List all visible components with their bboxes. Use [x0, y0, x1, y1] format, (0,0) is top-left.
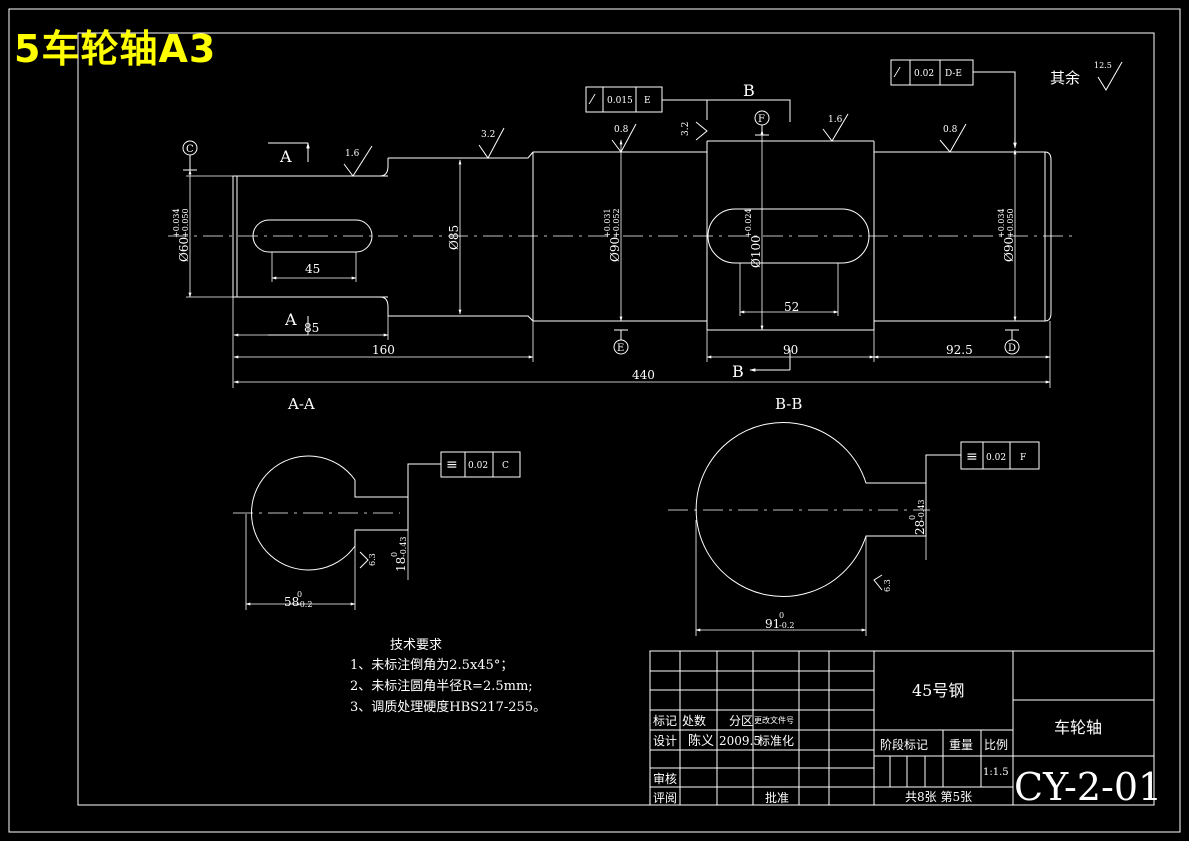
datum-c: C: [186, 144, 194, 155]
note-2: 2、未标注圆角半径R=2.5mm;: [350, 679, 533, 694]
dim-l440: 440: [632, 368, 655, 382]
tb-weight-label: 重量: [949, 738, 973, 752]
datum-d: D: [1008, 343, 1016, 354]
rough-rest-label: 其余: [1050, 69, 1080, 87]
aa-width-tol: -0.2: [297, 600, 312, 609]
sym1-value: 0.02: [468, 461, 488, 471]
dim-l85: 85: [304, 321, 319, 335]
tb-part-name: 车轮轴: [1054, 718, 1102, 737]
dim-key1: 45: [305, 262, 320, 276]
dim-d90b-tol-lo: +0.050: [1006, 208, 1015, 238]
dim-d60: Ø60: [177, 237, 191, 262]
rough-7: 6.3: [368, 553, 377, 566]
drawing-text: A A B B C E F D 45 85 160 440 52 90 92.5…: [172, 61, 1162, 809]
section-aa-label: A-A: [287, 395, 315, 413]
rough-8: 6.3: [883, 579, 892, 592]
tol1-symbol: ⁄: [588, 93, 596, 108]
rough-5: 1.6: [828, 115, 843, 125]
keyway-b: [707, 208, 870, 264]
tb-designer-label: 设计: [653, 734, 677, 748]
tb-h-mark: 标记: [653, 714, 677, 728]
note-1: 1、未标注倒角为2.5x45°；: [350, 658, 513, 673]
tb-review-label: 审核: [653, 771, 677, 786]
dim-d90b-tol-up: +0.034: [997, 208, 1006, 238]
tb-h-count: 处数: [682, 713, 706, 728]
section-bb-label: B-B: [775, 395, 802, 413]
sym2-value: 0.02: [986, 453, 1006, 463]
dim-d100: Ø100: [749, 235, 763, 268]
section-b-b: [668, 422, 1040, 636]
bb-width: 91: [765, 617, 780, 631]
bb-width-tol: -0.2: [779, 621, 794, 630]
aa-depth-sup: 0: [390, 552, 399, 557]
dim-d90a-tol-lo: +0.052: [612, 208, 621, 238]
tb-approve-label: 批准: [765, 790, 789, 805]
tol2-datum: D-E: [945, 69, 962, 79]
rough-6: 0.8: [943, 125, 958, 135]
rough-rest-value: 12.5: [1094, 61, 1112, 70]
sym2-datum: F: [1020, 453, 1026, 463]
marker-b-bottom: B: [732, 362, 744, 381]
aa-depth-tol: -0.43: [399, 536, 408, 557]
dim-d60-tol-lo: +0.050: [181, 208, 190, 238]
tol2-symbol: ⁄: [893, 66, 901, 81]
title-block: [649, 650, 1155, 806]
drawing-frame: [77, 32, 1155, 806]
marker-a-top: A: [279, 147, 292, 166]
dim-d90b: Ø90: [1002, 237, 1016, 262]
note-3: 3、调质处理硬度HBS217-255。: [350, 699, 546, 715]
tb-h-zone: 分区: [729, 714, 753, 728]
datum-e: E: [617, 343, 624, 354]
tb-material: 45号钢: [912, 681, 964, 700]
dim-d85: Ø85: [447, 225, 461, 250]
tb-drawing-no: CY-2-01: [1014, 765, 1162, 809]
rough-1: 1.6: [345, 149, 360, 159]
tb-stage-label: 阶段标记: [880, 737, 928, 752]
tb-scale: 1:1.5: [983, 767, 1009, 778]
tb-eval-label: 评阅: [653, 791, 677, 805]
tol1-datum: E: [644, 96, 651, 106]
tb-designer: 陈义: [688, 733, 714, 749]
bb-depth-sup: 0: [908, 515, 917, 520]
aa-depth: 18: [394, 557, 408, 572]
rough-2: 3.2: [481, 130, 495, 140]
tb-scale-label: 比例: [984, 738, 1008, 752]
tol2-value: 0.02: [914, 69, 934, 79]
aa-width-sup: 0: [297, 590, 302, 599]
datum-f: F: [758, 114, 765, 125]
rough-4: 3.2: [681, 122, 691, 136]
rough-3: 0.8: [614, 125, 629, 135]
dim-d100-tol-up: +0.024: [744, 208, 753, 238]
sym1-datum: C: [502, 461, 509, 471]
tb-h-doc: 更改文件号: [754, 715, 794, 725]
dim-d90a: Ø90: [608, 237, 622, 262]
shaft-main-view: [168, 59, 1123, 591]
tol1-value: 0.015: [607, 96, 633, 106]
dim-l160: 160: [372, 343, 395, 357]
dim-d60-tol-up: +0.034: [172, 208, 181, 238]
dim-l925: 92.5: [946, 343, 973, 357]
bb-depth: 28: [913, 520, 927, 535]
sheet-border-outer: [8, 8, 1181, 833]
tb-sheets: 共8张 第5张: [905, 790, 972, 804]
dim-l90: 90: [783, 343, 798, 357]
bb-depth-tol: -0.43: [917, 499, 926, 520]
notes-title: 技术要求: [390, 638, 442, 653]
sym1-symbol: ≡: [446, 457, 458, 473]
tb-std-label: 标准化: [758, 734, 794, 748]
bb-width-sup: 0: [779, 611, 784, 620]
page-title: 5车轮轴A3: [14, 27, 217, 71]
sym2-symbol: ≡: [966, 449, 978, 465]
dim-key2: 52: [784, 300, 799, 314]
marker-a-bottom: A: [284, 310, 297, 329]
tb-date: 2009.5: [719, 734, 761, 748]
section-a-a: [233, 451, 521, 610]
aa-width: 58: [284, 595, 299, 609]
marker-b-top: B: [743, 81, 755, 100]
dim-d90a-tol-up: +0.031: [603, 208, 612, 238]
